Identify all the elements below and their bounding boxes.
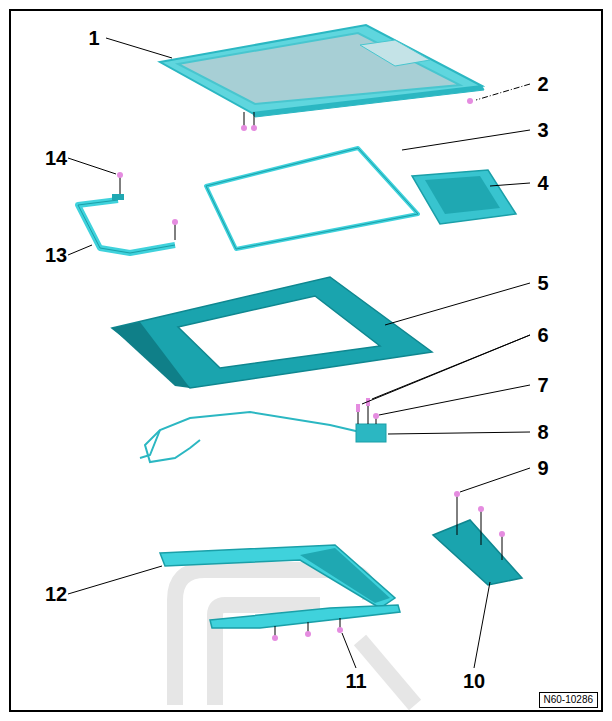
callout-number: 1 [88, 28, 99, 48]
glass-panel [160, 25, 484, 131]
frame-border [10, 10, 602, 711]
seal-edge [206, 148, 418, 249]
mounting-plate [433, 491, 522, 585]
roof-frame [112, 277, 432, 388]
motor-and-cable [140, 398, 386, 462]
seal [206, 148, 418, 249]
callout-number: 10 [463, 671, 485, 691]
screw [467, 98, 473, 104]
callout-number: 8 [537, 422, 548, 442]
wind-deflector-frame [78, 172, 178, 253]
guide-rail [160, 545, 395, 608]
callout-number: 5 [537, 273, 548, 293]
callout-number: 11 [345, 671, 366, 691]
callout-number: 9 [537, 458, 548, 478]
callout-number: 13 [45, 245, 67, 265]
callout-number: 14 [45, 148, 67, 168]
callout-number: 3 [537, 120, 548, 140]
rear-cover [412, 170, 516, 224]
leader-lines [68, 38, 530, 668]
callout-number: 4 [537, 173, 548, 193]
reference-box: N60-10286 [539, 692, 598, 708]
callout-number: 12 [45, 584, 67, 604]
callout-number: 6 [537, 325, 548, 345]
callout-number: 7 [537, 375, 548, 395]
guide-rail [210, 605, 400, 641]
callout-number: 2 [537, 74, 548, 94]
reference-code: N60-10286 [544, 694, 593, 706]
